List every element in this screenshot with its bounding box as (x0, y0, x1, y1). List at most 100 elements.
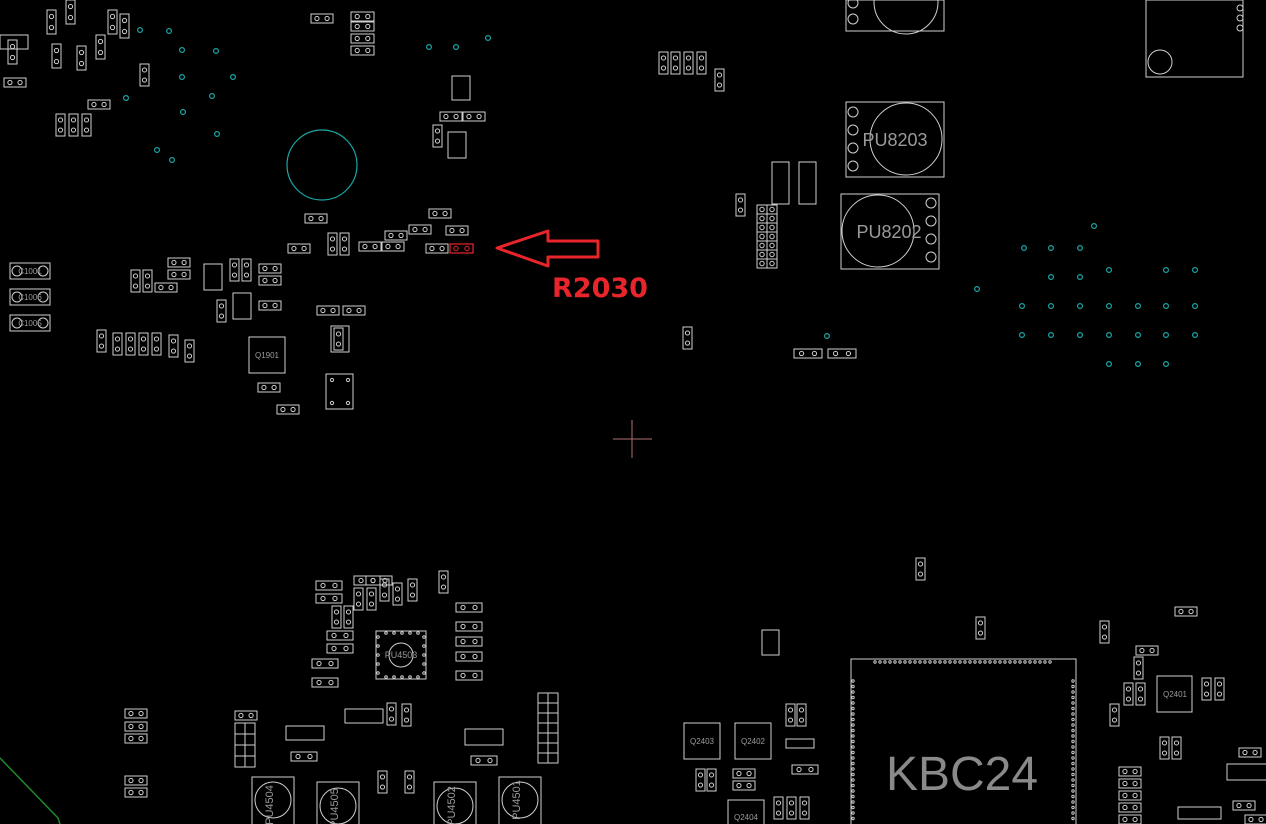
smd-part (87, 99, 111, 110)
smd-part (366, 587, 377, 611)
component-pu4504[interactable]: PU4504 (251, 776, 295, 824)
smd-part (796, 703, 807, 727)
smd-part (695, 768, 706, 792)
component-pu8203[interactable]: PU8203 (845, 101, 945, 178)
label-q1901: Q1901 (255, 351, 280, 360)
component-top-right-block (1145, 0, 1244, 78)
smd-part (791, 764, 819, 775)
label-q2402: Q2402 (741, 737, 766, 746)
smd-part (138, 332, 149, 356)
smd-part (290, 751, 318, 762)
smd-part (428, 208, 452, 219)
smd-part (130, 269, 141, 293)
label-pu4501: PU4501 (511, 780, 523, 820)
smd-part (975, 616, 986, 640)
smd-part (462, 111, 486, 122)
smd-part (124, 721, 148, 732)
label-pu4505: PU4505 (329, 788, 341, 824)
smd-part (1238, 747, 1262, 758)
component-pu8202[interactable]: PU8202 (840, 193, 940, 270)
smd-part (1135, 682, 1146, 706)
smd-part (432, 124, 443, 148)
component-pu4501[interactable]: PU4501 (498, 776, 542, 824)
smd-part (95, 34, 106, 60)
component-pu4502[interactable]: PU4502 (433, 781, 477, 824)
smd-part (258, 275, 282, 286)
component-q2403[interactable]: Q2403 (683, 722, 721, 760)
label-pu4504: PU4504 (264, 785, 276, 824)
smd-part (445, 225, 469, 236)
smd-part (786, 796, 797, 820)
smd-part (46, 9, 57, 35)
smd-part (184, 339, 195, 363)
smd-part (287, 243, 311, 254)
smd-part (55, 113, 66, 137)
smd-part (799, 796, 810, 820)
smd-part (381, 241, 405, 252)
smd-part (438, 570, 449, 594)
smd-part (167, 257, 191, 268)
smd-part (119, 13, 130, 39)
smd-part (735, 193, 746, 217)
smd-part (793, 348, 823, 359)
smd-part (470, 755, 498, 766)
smd-part (342, 305, 366, 316)
smd-part (124, 787, 148, 798)
smd-part (124, 733, 148, 744)
component-c1005[interactable]: C1005 (9, 314, 51, 332)
component-q2402[interactable]: Q2402 (734, 722, 772, 760)
vias (122, 27, 1198, 368)
label-kbc: KBC24 (886, 748, 1038, 801)
component-kbc[interactable]: KBC24 (850, 658, 1077, 824)
label-q2404: Q2404 (734, 813, 759, 822)
crosshair-cursor-icon (613, 420, 652, 458)
smd-part (326, 630, 354, 641)
smd-part (408, 224, 432, 235)
smd-part (229, 258, 240, 282)
component-q1901[interactable]: Q1901 (248, 336, 286, 374)
smd-part (377, 770, 388, 794)
smd-part (353, 587, 364, 611)
component-pu4505[interactable]: PU4505 (316, 781, 360, 824)
label-c1006: C1006 (18, 293, 42, 302)
label-c1005: C1005 (18, 319, 42, 328)
pcb-trace (0, 757, 61, 824)
smd-part (151, 332, 162, 356)
component-c1006[interactable]: C1006 (9, 288, 51, 306)
component-c1001[interactable]: C1001 (9, 262, 51, 280)
smd-part (827, 348, 857, 359)
component-pu4503[interactable]: PU4503 (375, 630, 427, 680)
smd-part (311, 677, 339, 688)
component-r2030-highlight[interactable] (449, 243, 474, 254)
smd-part (1118, 766, 1142, 777)
smd-part (3, 77, 27, 88)
smd-part (1244, 814, 1266, 824)
smd-part (350, 45, 375, 56)
smd-part (696, 51, 707, 75)
smd-part (167, 269, 191, 280)
smd-part (682, 326, 693, 350)
smd-part (327, 232, 338, 256)
smd-part (350, 33, 375, 44)
smd-part (65, 0, 76, 25)
smd-part (315, 580, 343, 591)
component-q2401[interactable]: Q2401 (1156, 675, 1193, 713)
smd-part (455, 602, 483, 613)
component-q2404[interactable]: Q2404 (727, 799, 765, 824)
smd-part (276, 404, 300, 415)
smd-part (76, 45, 87, 71)
smd-part (125, 332, 136, 356)
smd-part (1214, 677, 1225, 701)
component-q-vertical (325, 373, 354, 410)
smd-part (439, 111, 463, 122)
annotation-label: R2030 (552, 273, 648, 304)
smd-part (407, 578, 418, 602)
smd-part (315, 593, 343, 604)
smd-part (379, 578, 390, 602)
smd-part (258, 263, 282, 274)
annotation-arrow-icon (495, 229, 600, 268)
smd-part (1118, 778, 1142, 789)
smd-part (915, 557, 926, 581)
smd-part (1118, 790, 1142, 801)
